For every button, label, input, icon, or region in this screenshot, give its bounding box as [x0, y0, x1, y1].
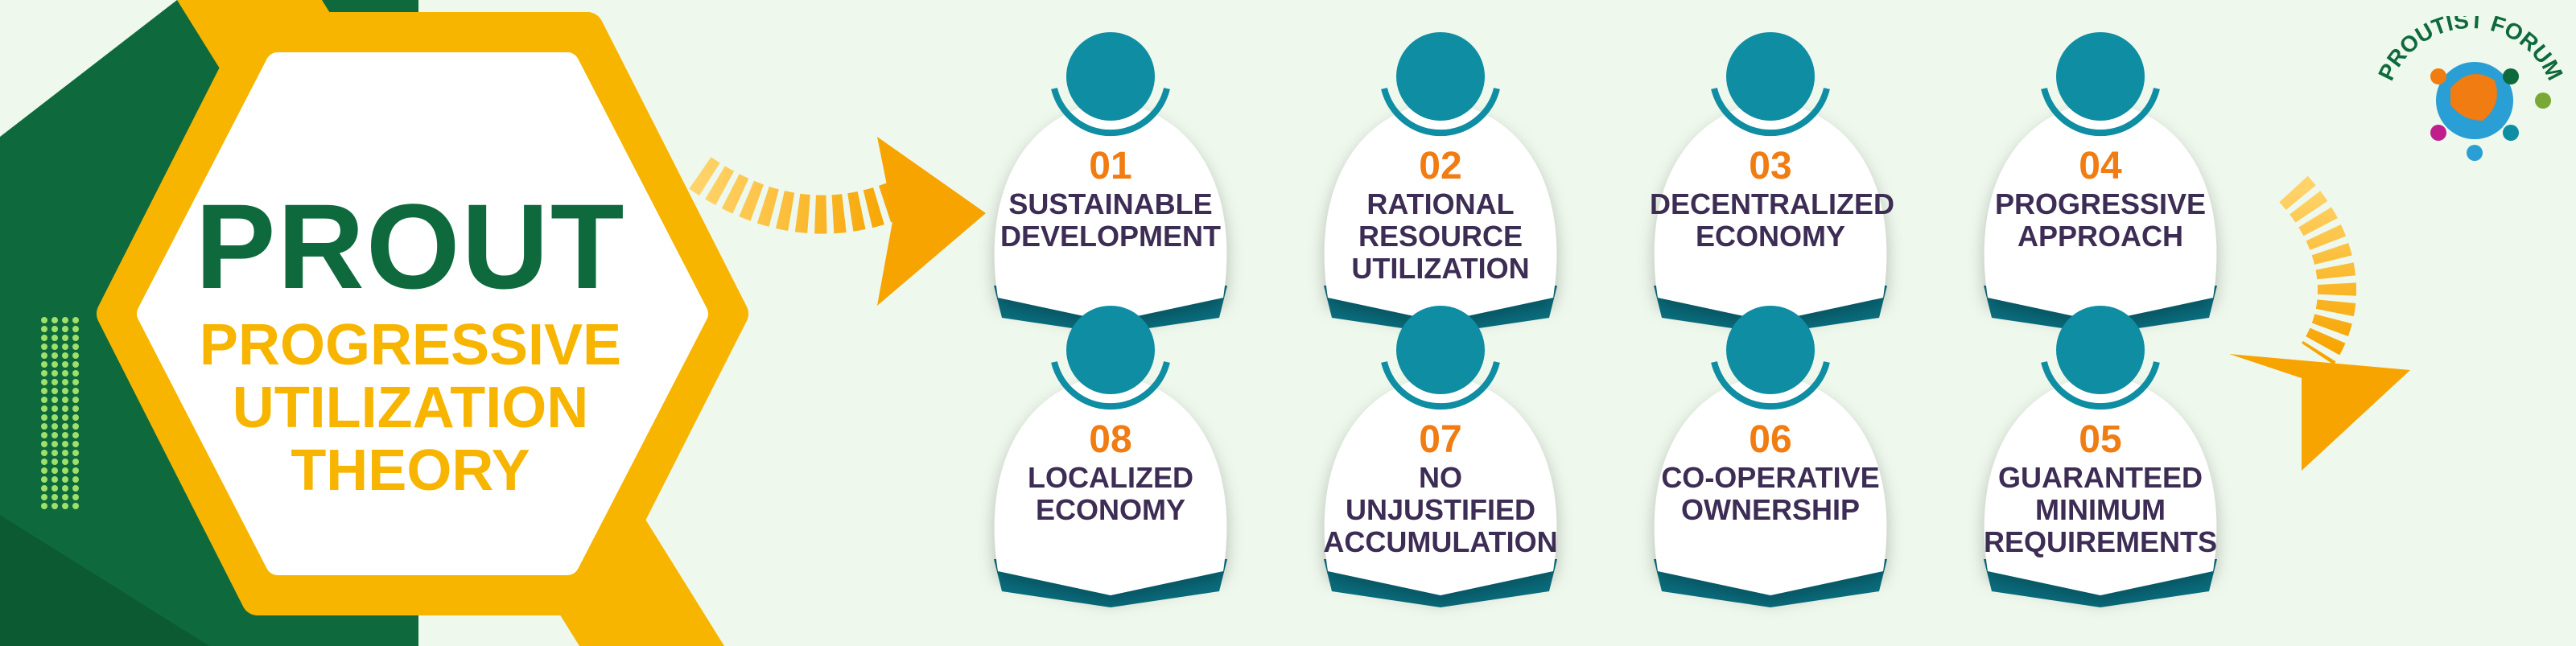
- principle-number: 01: [1089, 145, 1132, 187]
- curved-arrow-down: [2229, 175, 2410, 471]
- principle-cards: [994, 32, 2217, 607]
- principle-card-08: [994, 306, 1227, 607]
- person-head-icon: [2056, 32, 2145, 121]
- principle-number: 07: [1419, 418, 1462, 461]
- principle-label-line: OWNERSHIP: [1680, 493, 1860, 526]
- person-head-icon: [1396, 32, 1485, 121]
- subtitle-line: THEORY: [291, 438, 530, 503]
- person-head-icon: [2056, 306, 2145, 394]
- page-title: PROUT: [195, 179, 626, 314]
- subtitle-line: PROGRESSIVE: [199, 313, 622, 377]
- svg-text:PROUTIST FORUM: PROUTIST FORUM: [2373, 16, 2567, 84]
- logo-text: PROUTIST FORUM: [2373, 16, 2567, 84]
- principle-label-line: UTILIZATION: [1351, 252, 1530, 285]
- principle-label-line: LOCALIZED: [1028, 461, 1193, 494]
- principle-number: 06: [1749, 418, 1792, 461]
- person-head-icon: [1396, 306, 1485, 394]
- principle-label-line: RESOURCE: [1358, 220, 1523, 253]
- principle-number: 03: [1749, 145, 1792, 187]
- principle-card-04: [1984, 32, 2217, 334]
- principle-label-line: PROGRESSIVE: [1994, 187, 2207, 220]
- subtitle-line: UTILIZATION: [232, 376, 589, 440]
- principle-number: 05: [2079, 418, 2122, 461]
- principle-label-line: NO UNJUSTIFIED: [1345, 461, 1536, 526]
- principle-number: 08: [1089, 418, 1132, 461]
- principle-label-line: REQUIREMENTS: [1983, 525, 2218, 558]
- proutist-forum-logo: [2430, 62, 2551, 161]
- principle-label-line: ACCUMULATION: [1323, 525, 1558, 558]
- logo-label: PROUTIST FORUM: [2373, 16, 2567, 84]
- principle-label-line: DEVELOPMENT: [999, 220, 1222, 253]
- principle-label-line: ECONOMY: [1035, 493, 1185, 526]
- person-head-icon: [1066, 306, 1155, 394]
- principle-card-07: [1324, 306, 1557, 607]
- person-head-icon: [1066, 32, 1155, 121]
- principle-number: 04: [2079, 145, 2122, 187]
- title-hexagon: [97, 12, 748, 615]
- page-subtitle: PROGRESSIVE UTILIZATION THEORY: [161, 314, 660, 502]
- principle-label-line: SUSTAINABLE: [1008, 187, 1213, 220]
- decorative-dots: [41, 317, 79, 509]
- principle-card-06: [1654, 306, 1887, 607]
- principle-label-line: ECONOMY: [1695, 220, 1845, 253]
- principle-label-line: RATIONAL: [1366, 187, 1515, 220]
- person-head-icon: [1726, 32, 1815, 121]
- principle-card-05: [1984, 306, 2217, 607]
- principle-label-line: GUARANTEED: [1997, 461, 2203, 494]
- principle-number: 02: [1419, 145, 1462, 187]
- principle-label-line: DECENTRALIZED: [1650, 187, 1894, 220]
- principle-label-line: APPROACH: [2017, 220, 2183, 253]
- person-head-icon: [1726, 306, 1815, 394]
- principle-label-line: MINIMUM: [2035, 493, 2166, 526]
- curved-arrow-right: [689, 137, 986, 306]
- principle-label-line: CO-OPERATIVE: [1661, 461, 1880, 494]
